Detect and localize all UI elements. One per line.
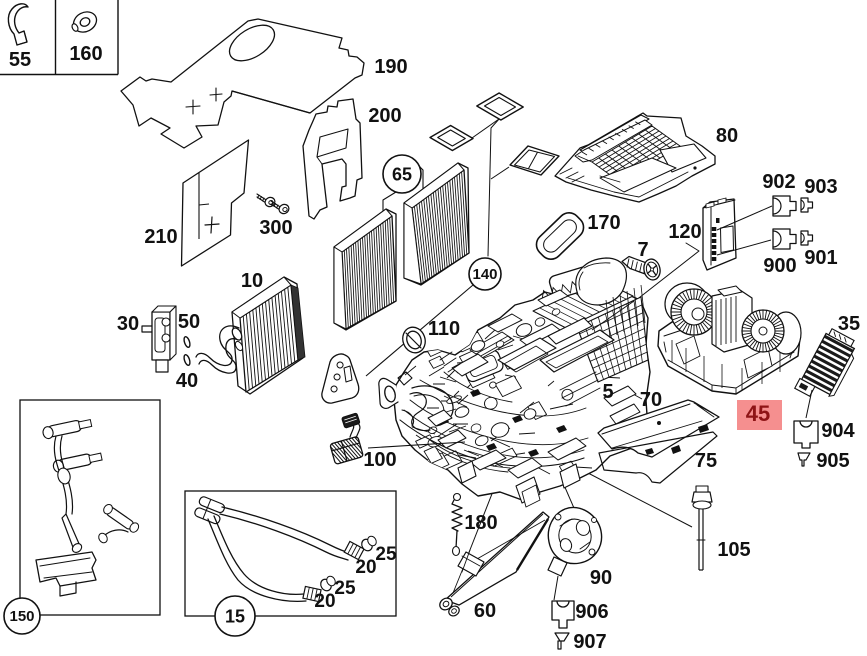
- svg-text:906: 906: [575, 601, 608, 623]
- svg-text:901: 901: [804, 247, 837, 269]
- svg-text:50: 50: [178, 311, 200, 333]
- svg-text:190: 190: [374, 56, 407, 78]
- svg-text:160: 160: [69, 43, 102, 65]
- svg-text:110: 110: [428, 318, 460, 340]
- svg-text:25: 25: [375, 544, 397, 565]
- svg-text:45: 45: [746, 401, 770, 426]
- svg-text:905: 905: [816, 450, 849, 472]
- svg-text:35: 35: [838, 313, 860, 335]
- svg-text:170: 170: [587, 212, 620, 234]
- svg-text:200: 200: [368, 105, 401, 127]
- svg-text:65: 65: [392, 164, 412, 184]
- svg-text:90: 90: [590, 567, 612, 589]
- svg-text:55: 55: [9, 49, 31, 71]
- svg-text:903: 903: [804, 176, 837, 198]
- svg-text:7: 7: [637, 239, 648, 261]
- svg-text:900: 900: [763, 255, 796, 277]
- svg-text:904: 904: [821, 420, 855, 442]
- svg-text:210: 210: [144, 226, 177, 248]
- svg-text:60: 60: [474, 600, 496, 622]
- svg-text:5: 5: [602, 381, 613, 403]
- svg-text:150: 150: [9, 608, 34, 625]
- svg-text:907: 907: [573, 631, 606, 653]
- svg-text:15: 15: [225, 606, 245, 626]
- svg-text:40: 40: [176, 370, 198, 392]
- svg-text:25: 25: [334, 578, 356, 599]
- svg-text:75: 75: [695, 450, 717, 472]
- svg-text:180: 180: [464, 512, 497, 534]
- svg-text:70: 70: [640, 389, 662, 411]
- svg-text:20: 20: [314, 591, 335, 612]
- svg-text:20: 20: [355, 557, 376, 578]
- svg-text:105: 105: [717, 539, 750, 561]
- svg-text:902: 902: [762, 171, 795, 193]
- svg-text:140: 140: [472, 266, 497, 283]
- svg-text:300: 300: [259, 217, 292, 239]
- svg-text:100: 100: [363, 449, 396, 471]
- svg-text:10: 10: [241, 270, 263, 292]
- svg-text:30: 30: [117, 313, 139, 335]
- svg-text:80: 80: [716, 125, 738, 147]
- svg-text:120: 120: [668, 221, 701, 243]
